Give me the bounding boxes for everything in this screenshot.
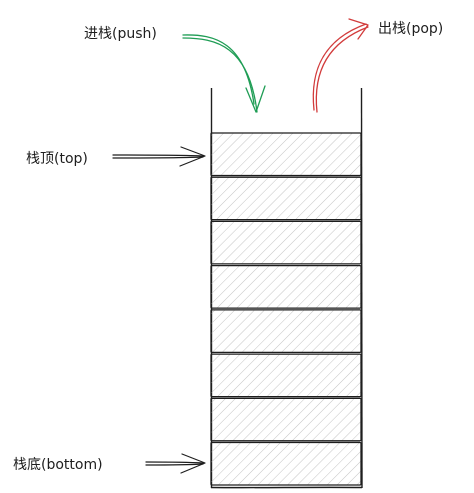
bottom-pointer-arrow <box>145 453 206 474</box>
stack-slot <box>210 441 362 486</box>
bottom-label: 栈底(bottom) <box>13 457 103 473</box>
stack-slot <box>210 132 362 177</box>
pop-arrow <box>312 18 369 113</box>
stack-slot <box>210 309 362 354</box>
push-arrow <box>182 34 266 113</box>
pop-label: 出栈(pop) <box>378 21 443 37</box>
stack-slot <box>210 353 362 398</box>
top-label: 栈顶(top) <box>26 151 88 167</box>
stack-slot <box>210 176 362 221</box>
push-label: 进栈(push) <box>84 26 157 42</box>
stack-slot <box>210 264 362 309</box>
stack-slot <box>210 397 362 442</box>
stack-slot <box>210 220 362 265</box>
stack-slots <box>210 132 362 486</box>
top-pointer-arrow <box>112 146 206 167</box>
